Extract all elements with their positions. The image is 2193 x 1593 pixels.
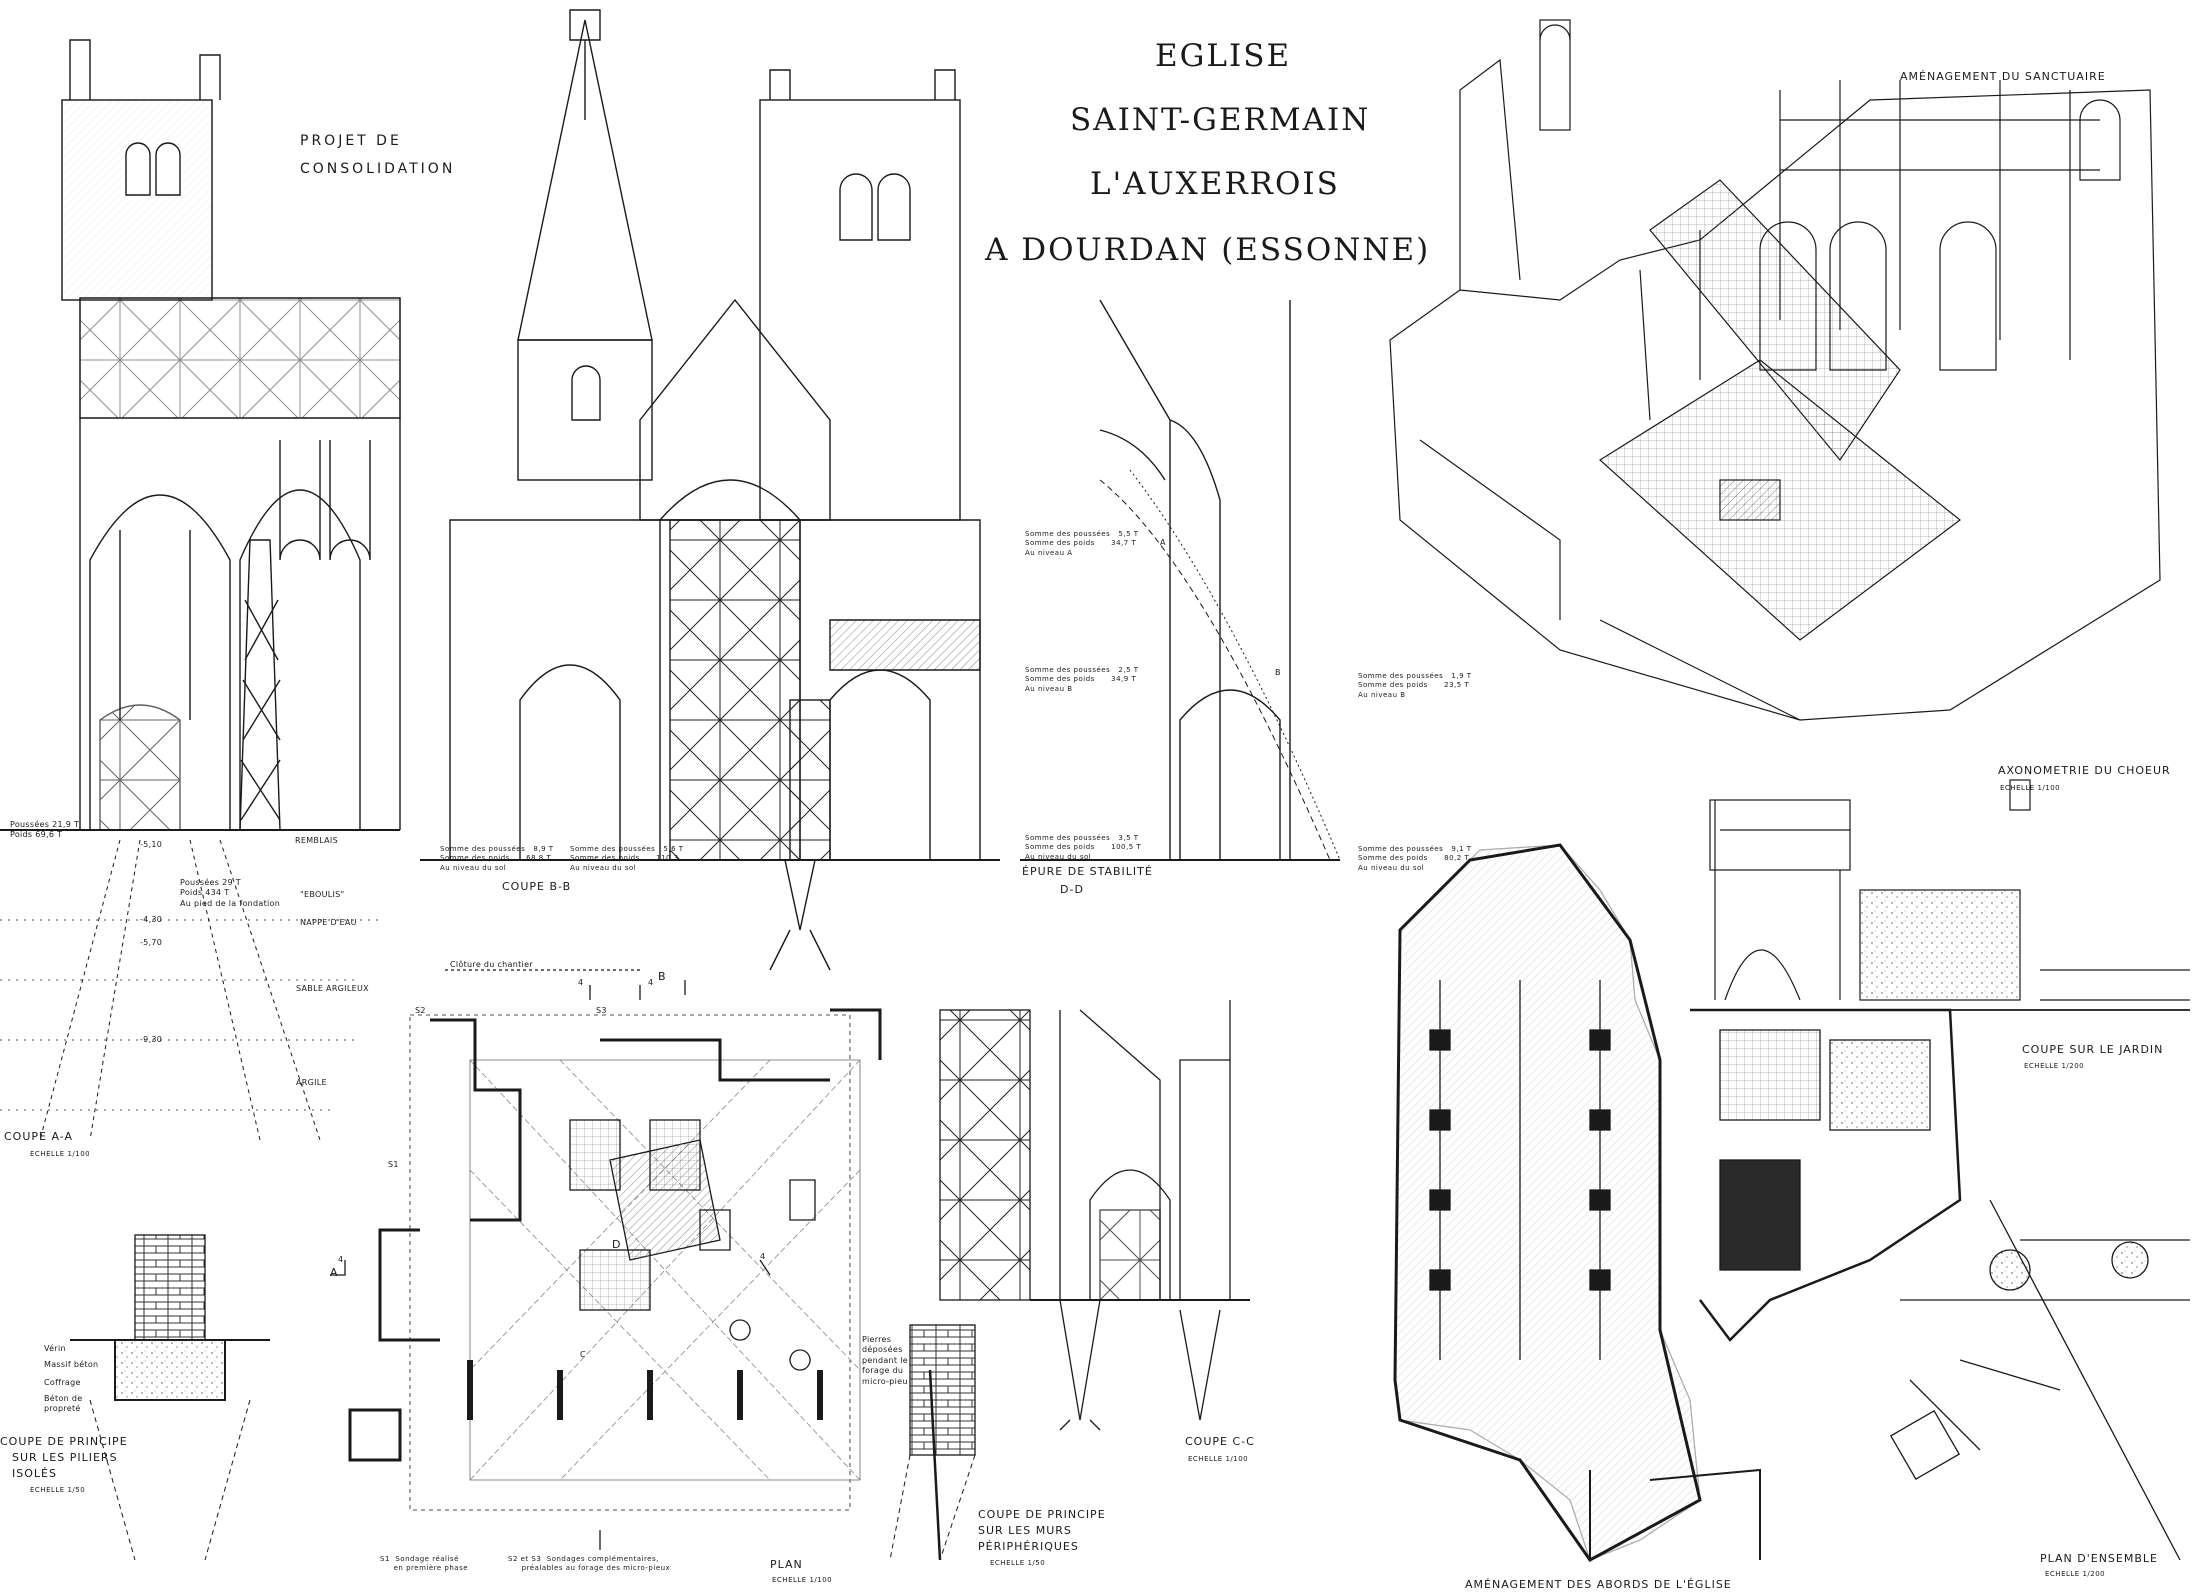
coupe-murs-line-2: SUR LES MURS [978, 1524, 1072, 1537]
epure-dd-drawing [1020, 299, 1341, 861]
bb-left-note: Somme des poussées 8,9 T Somme des poids… [440, 845, 554, 872]
amenagement-abords-label: AMÉNAGEMENT DES ABORDS DE L'ÉGLISE [1465, 1578, 1732, 1591]
coupe-piliers-scale: ECHELLE 1/50 [30, 1486, 86, 1494]
plan-cloture: Clôture du chantier [450, 960, 533, 969]
aa-remblais: REMBLAIS [295, 836, 338, 845]
coupe-jardin-drawing [1700, 779, 2190, 1011]
plan-ensemble-label: PLAN D'ENSEMBLE [2040, 1552, 2158, 1565]
aa-cote-4: -9,30 [140, 1035, 163, 1044]
coupe-aa-label: COUPE A-A [4, 1130, 74, 1143]
coupe-murs-line-3: PÉRIPHÉRIQUES [978, 1540, 1079, 1553]
coupe-murs-drawing [889, 1324, 976, 1561]
plan-marker-4c: 4 [338, 1255, 344, 1264]
coupe-aa-scale: ECHELLE 1/100 [30, 1150, 91, 1158]
coupe-bb-drawing [420, 9, 1000, 971]
plan-marker-4a: 4 [578, 978, 584, 987]
plan-s1: S1 [388, 1160, 399, 1169]
aa-cote-1: -5,10 [140, 840, 163, 849]
aa-argile: ARGILE [296, 1078, 327, 1087]
piliers-beton: Béton de propreté [44, 1394, 83, 1414]
piliers-coffrage: Coffrage [44, 1378, 81, 1387]
coupe-cc-drawing [939, 1000, 1250, 1431]
plan-label: PLAN [770, 1558, 803, 1571]
coupe-cc-label: COUPE C-C [1185, 1435, 1255, 1448]
epure-level-b: B [1275, 668, 1281, 677]
aa-poussees: Poussées 21,9 T [10, 820, 80, 829]
projet-line-1: PROJET DE [300, 133, 402, 149]
axonometrie-label: AXONOMETRIE DU CHOEUR [1998, 764, 2171, 777]
epure-note-b: Somme des poussées 2,5 T Somme des poids… [1025, 666, 1139, 693]
epure-line-2: D-D [1060, 883, 1084, 896]
coupe-cc-scale: ECHELLE 1/100 [1188, 1455, 1249, 1463]
axonometrie-drawing [1389, 19, 2161, 721]
plan-s2: S2 [415, 1006, 426, 1015]
coupe-jardin-scale: ECHELLE 1/200 [2024, 1062, 2085, 1070]
coupe-piliers-drawing [70, 1234, 270, 1561]
aa-sable: SABLE ARGILEUX [296, 984, 369, 993]
projet-line-2: CONSOLIDATION [300, 161, 456, 177]
bb-right-note: Somme des poussées 5,6 T Somme des poids… [570, 845, 684, 872]
aa-cote-3: -5,70 [140, 938, 163, 947]
epure-note-sol: Somme des poussées 3,5 T Somme des poids… [1025, 834, 1142, 861]
piliers-massif: Massif béton [44, 1360, 99, 1369]
plan-marker-b: B [658, 970, 667, 983]
plan-marker-c: C [580, 1350, 586, 1359]
title-line-3: L'AUXERROIS [1090, 166, 1340, 202]
epure-level-a: A [1160, 538, 1166, 547]
plan-ensemble-scale: ECHELLE 1/200 [2045, 1570, 2106, 1578]
plan-marker-4d: 4 [760, 1252, 766, 1261]
coupe-bb-label: COUPE B-B [502, 880, 572, 893]
murs-pierres: Pierres déposées pendant le forage du mi… [862, 1335, 908, 1386]
plan-note-s2-s3: S2 et S3 Sondages complémentaires, préal… [508, 1555, 671, 1573]
coupe-piliers-line-1: COUPE DE PRINCIPE [0, 1435, 128, 1448]
axonometrie-scale: ECHELLE 1/100 [2000, 784, 2061, 792]
title-line-2: SAINT-GERMAIN [1070, 102, 1371, 138]
aa-fondation: Poussées 29 T Poids 434 T Au pied de la … [180, 878, 281, 908]
coupe-murs-scale: ECHELLE 1/50 [990, 1559, 1046, 1567]
amenagement-sanctuaire-label: AMÉNAGEMENT DU SANCTUAIRE [1900, 70, 2106, 83]
aa-poids: Poids 69,6 T [10, 830, 63, 839]
plan-marker-4b: 4 [648, 978, 654, 987]
coupe-piliers-line-2: SUR LES PILIERS [12, 1451, 118, 1464]
coupe-piliers-line-3: ISOLÉS [12, 1467, 57, 1480]
epure-note-right-sol: Somme des poussées 9,1 T Somme des poids… [1358, 845, 1472, 872]
plan-s3: S3 [596, 1006, 607, 1015]
aa-eboulis: "EBOULIS" [300, 890, 345, 899]
coupe-jardin-label: COUPE SUR LE JARDIN [2022, 1043, 2164, 1056]
title-line-1: EGLISE [1155, 38, 1292, 74]
plan-marker-d: D [612, 1238, 622, 1251]
epure-line-1: ÉPURE DE STABILITÉ [1022, 865, 1153, 878]
aa-nappe: NAPPE D'EAU [300, 918, 357, 927]
piliers-verin: Vérin [44, 1344, 66, 1353]
epure-note-right-b: Somme des poussées 1,9 T Somme des poids… [1358, 672, 1472, 699]
title-line-4: A DOURDAN (ESSONNE) [985, 232, 1431, 268]
plan-scale: ECHELLE 1/100 [772, 1576, 833, 1584]
plan-marker-a: A [330, 1266, 339, 1279]
coupe-murs-line-1: COUPE DE PRINCIPE [978, 1508, 1106, 1521]
aa-cote-2: -4,30 [140, 915, 163, 924]
plan-note-s1: S1 Sondage réalisé en première phase [380, 1555, 469, 1573]
coupe-aa-drawing [0, 39, 401, 1141]
plan-ensemble-drawing [1393, 843, 2190, 1562]
epure-note-a: Somme des poussées 5,5 T Somme des poids… [1025, 530, 1139, 557]
plan-drawing [330, 969, 882, 1550]
